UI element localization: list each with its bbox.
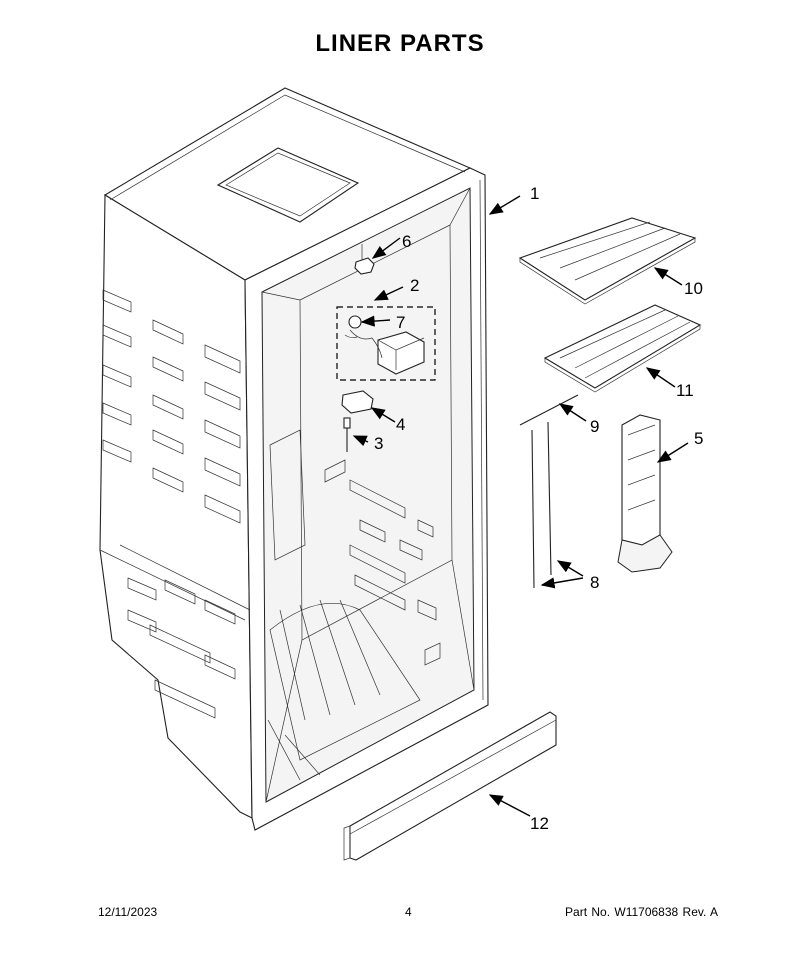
page-title: LINER PARTS xyxy=(315,30,485,57)
callout-8: 8 xyxy=(590,573,599,592)
footer-date: 12/11/2023 xyxy=(98,905,158,919)
callout-12: 12 xyxy=(530,814,549,833)
callout-1: 1 xyxy=(530,184,539,203)
part-6-sensor xyxy=(354,244,375,275)
liner-body xyxy=(99,87,489,831)
part-8-rails xyxy=(531,421,552,589)
callout-2: 2 xyxy=(410,276,419,295)
footer-part-number: Part No. W11706838 Rev. A xyxy=(565,905,718,919)
callout-5: 5 xyxy=(694,429,703,448)
part-9-rail xyxy=(519,394,579,426)
liner-side-slots xyxy=(102,289,241,719)
liner-floor-ribs xyxy=(267,429,441,781)
callout-labels: 1 2 3 4 5 6 7 8 9 10 11 12 xyxy=(374,184,703,833)
callout-7: 7 xyxy=(396,313,405,332)
callout-9: 9 xyxy=(590,417,599,436)
part-5-duct xyxy=(617,414,673,573)
part-2-assembly xyxy=(336,306,436,381)
callout-11: 11 xyxy=(676,381,694,400)
callout-6: 6 xyxy=(402,232,411,251)
callout-4: 4 xyxy=(396,415,405,434)
callout-10: 10 xyxy=(684,279,703,298)
part-11-shelf xyxy=(543,304,702,393)
part-12-trim xyxy=(343,711,557,861)
part-10-shelf xyxy=(518,217,697,305)
part-3-probe xyxy=(343,417,351,452)
callout-3: 3 xyxy=(374,434,383,453)
callout-arrows xyxy=(352,195,689,817)
footer-page-number: 4 xyxy=(405,905,412,919)
